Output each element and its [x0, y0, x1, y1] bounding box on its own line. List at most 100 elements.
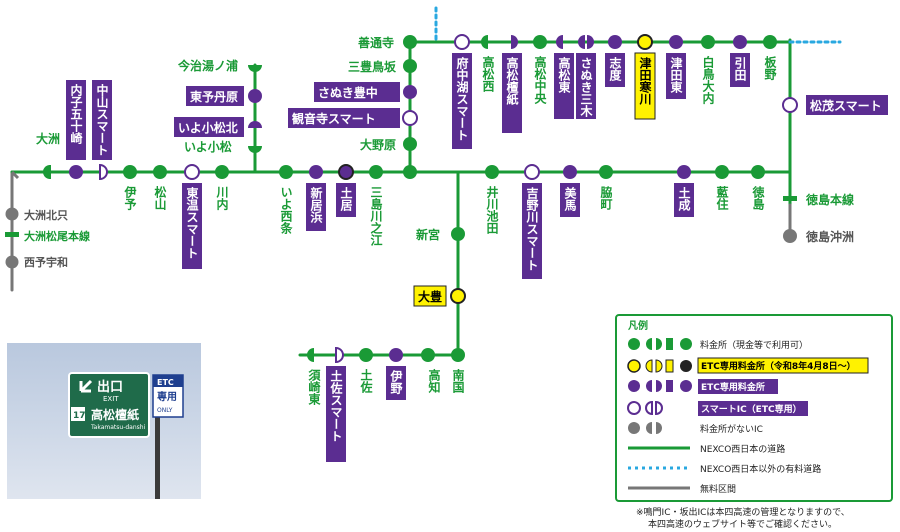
- sign-name-en: Takamatsu-danshi: [90, 424, 146, 431]
- ic-label: 土佐: [359, 368, 373, 394]
- ic-label: 高知: [427, 368, 441, 394]
- ic-label: 高松檀紙: [505, 56, 519, 106]
- ic-node: [481, 35, 488, 49]
- ic-node: [184, 164, 200, 180]
- ic-label: 大洲松尾本線: [24, 229, 90, 243]
- ic-node: [5, 207, 19, 221]
- ic-label: 今治湯ノ浦: [177, 58, 238, 73]
- ic-node: [450, 288, 466, 304]
- takamatsu-branch: 三豊鳥坂 さぬき豊中 観音寺スマート 大野原: [288, 59, 418, 152]
- ic-node: [701, 35, 715, 49]
- ic-label: 須崎東: [307, 369, 321, 406]
- ic-node: [307, 348, 314, 362]
- ic-node: [511, 35, 518, 49]
- legend-item: NEXCO西日本の道路: [700, 443, 785, 455]
- ic-label: 中山スマート: [95, 83, 109, 156]
- ic-node: [359, 348, 373, 362]
- ic-node: [99, 163, 108, 181]
- ic-label: 府中湖スマート: [455, 56, 469, 141]
- mainline-tollgate-mark: [5, 232, 19, 237]
- ic-label: 高松西: [481, 55, 495, 93]
- ic-label: いよ小松北: [178, 120, 238, 135]
- ic-node: [608, 35, 622, 49]
- legend-item: ETC専用料金所（令和8年4月8日～）: [701, 360, 856, 372]
- ic-node: [637, 34, 653, 50]
- ic-node: [782, 97, 798, 113]
- ic-node: [715, 165, 729, 179]
- legend-item: スマートIC（ETC専用）: [701, 403, 802, 415]
- ic-label: 大野原: [360, 137, 396, 152]
- ic-node: [335, 346, 344, 364]
- ic-label: 三豊鳥坂: [348, 59, 397, 74]
- ic-node: [403, 137, 417, 151]
- ic-label: 土居: [339, 186, 353, 212]
- ic-node: [421, 348, 435, 362]
- ic-node: [524, 164, 540, 180]
- sign-number: 17: [73, 411, 86, 421]
- ic-node: [248, 89, 262, 103]
- ic-node: [69, 165, 83, 179]
- ic-label: 新宮: [416, 227, 440, 242]
- ic-label: さぬき三木: [579, 57, 593, 118]
- ic-label: 徳島: [751, 185, 765, 211]
- ic-label: 徳島本線: [805, 192, 854, 207]
- ic-node: [403, 165, 417, 179]
- west-branch: 大洲北只 大洲松尾本線 西予宇和: [5, 170, 90, 269]
- ic-label: 観音寺スマート: [292, 111, 376, 126]
- ic-label: 川内: [215, 186, 229, 211]
- ic-label: 三島川之江: [369, 186, 383, 247]
- ic-node: [309, 165, 323, 179]
- ic-label: 脇町: [599, 185, 613, 211]
- ic-node: [5, 255, 19, 269]
- ic-label: 美馬: [563, 186, 577, 212]
- legend-item: ETC専用料金所: [701, 381, 765, 393]
- imabari-branch: 今治湯ノ浦 東予丹原 いよ小松北 いよ小松: [174, 58, 262, 154]
- ic-node: [248, 65, 262, 72]
- ic-label: 土佐スマート: [329, 369, 343, 442]
- ic-node: [215, 165, 229, 179]
- ic-label: 吉野川スマート: [525, 186, 539, 271]
- legend-item: NEXCO西日本以外の有料道路: [700, 463, 821, 475]
- ic-label: 白鳥大内: [701, 55, 715, 105]
- ic-label: 大豊: [418, 289, 442, 304]
- east-vertical: 松茂スマート 徳島本線 徳島沖洲: [782, 95, 888, 244]
- ic-node: [279, 165, 293, 179]
- ic-label: 井川池田: [485, 185, 499, 235]
- ic-label: 津田東: [669, 56, 683, 94]
- ic-node: [751, 165, 765, 179]
- sign-etc-only-en: ONLY: [157, 407, 173, 414]
- sign-exit-text: 出口: [97, 379, 123, 395]
- ic-node: [389, 348, 403, 362]
- ic-node: [599, 165, 613, 179]
- ic-label: 高松東: [557, 56, 571, 94]
- ic-label: 松茂スマート: [810, 98, 882, 113]
- ic-node: [563, 165, 577, 179]
- ic-node: [123, 165, 137, 179]
- ic-label: 引田: [733, 57, 747, 82]
- ic-label: 善通寺: [358, 35, 394, 50]
- kochi-branch: 新宮 大豊 南国 高知 伊野 土佐 土佐スマート 須崎東: [307, 227, 466, 462]
- ic-node: [677, 165, 691, 179]
- ic-node: [556, 35, 563, 49]
- ic-node: [533, 35, 547, 49]
- mainline-tollgate-mark: [783, 196, 797, 201]
- ic-label: 伊野: [389, 369, 403, 395]
- ic-label: いよ西条: [279, 186, 293, 235]
- ic-node: [783, 229, 797, 243]
- ic-label: 新居浜: [309, 186, 323, 224]
- legend: 凡例 料金所（現金等で利用可） ETC専用料金所（令和8年4月8日～） ETC専…: [615, 314, 893, 502]
- ic-label: 東予丹原: [190, 89, 238, 104]
- legend-item: 料金所がないIC: [700, 423, 763, 435]
- ic-label: 徳島沖洲: [805, 229, 854, 244]
- ic-label: 藍住: [715, 185, 729, 211]
- legend-title: 凡例: [628, 319, 648, 332]
- north-line: 板野 引田 白鳥大内 津田東 津田寒川 志度 さぬき三木 高松東 高松中央 高松…: [358, 34, 777, 149]
- ic-node: [248, 146, 262, 153]
- ic-node: [587, 35, 594, 49]
- ic-label: 東温スマート: [185, 186, 199, 259]
- ic-node: [403, 59, 417, 73]
- ic-label: 大洲北只: [24, 208, 68, 222]
- ic-label: 高松中央: [533, 55, 547, 105]
- ic-node: [403, 35, 417, 49]
- legend-item: 無料区間: [700, 483, 736, 495]
